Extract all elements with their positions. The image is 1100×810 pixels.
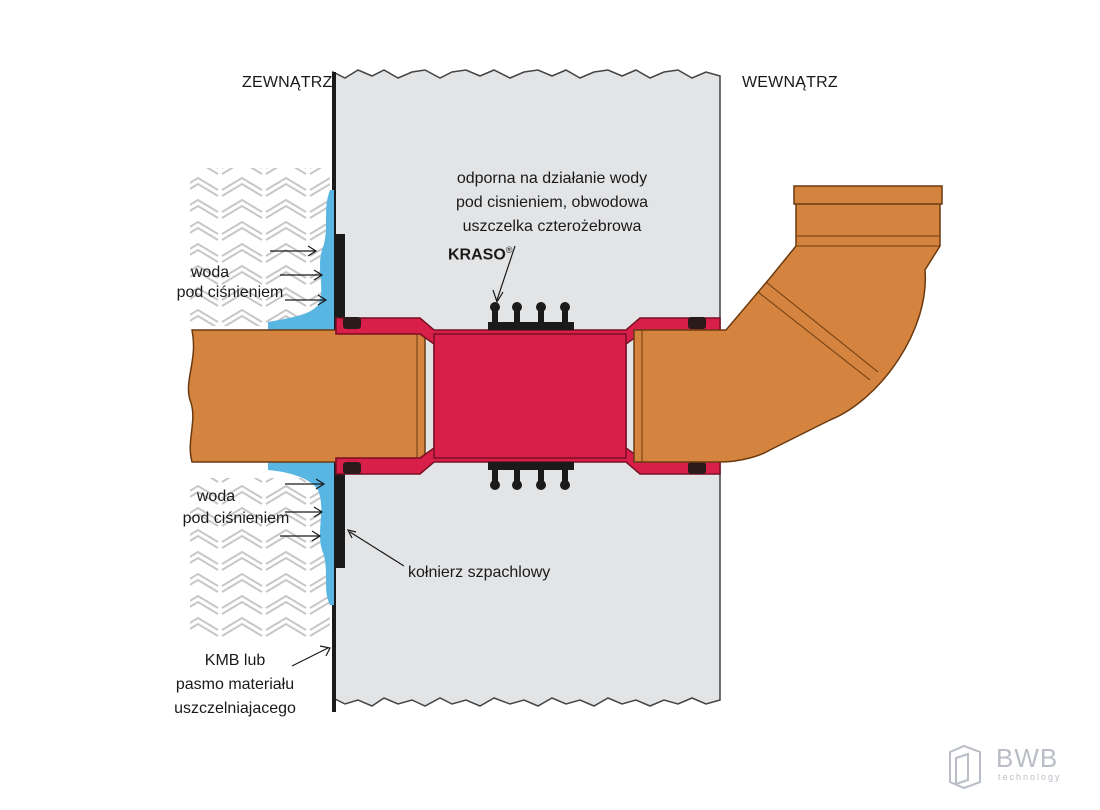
water-upper-line1: woda: [190, 264, 230, 281]
kmb-line3: uszczelniajacego: [174, 700, 296, 717]
soil-lower: [190, 478, 330, 638]
bwb-logo-icon: [949, 744, 981, 790]
end-seal-left-bottom: [343, 462, 361, 474]
collar-lower: [336, 472, 345, 568]
seal-brand-label: KRASO®: [448, 240, 512, 265]
outside-label: ZEWNĄTRZ: [242, 74, 333, 91]
brand-name: BWB: [996, 743, 1059, 773]
collar-label: kołnierz szpachlowy: [408, 564, 551, 581]
end-seal-left-top: [343, 317, 361, 329]
elbow-socket: [793, 185, 943, 205]
water-layer-upper: [268, 190, 334, 330]
gasket-ribs-bottom: [488, 462, 574, 490]
kmb-line2: pasmo materiału: [175, 676, 295, 693]
water-upper-line2: pod ciśnieniem: [176, 284, 284, 301]
pressure-arrows-lower: [280, 478, 326, 542]
kmb-line1: KMB lub: [204, 652, 266, 669]
end-seal-right-top: [688, 317, 706, 329]
leader-lines: [291, 245, 516, 667]
water-layer-lower: [268, 462, 334, 605]
water-lower-line2: pod ciśnieniem: [182, 510, 290, 527]
brand-tagline: technology: [998, 772, 1062, 782]
gasket-ribs-top: [488, 302, 574, 330]
outer-pipe: [187, 329, 426, 463]
registered-mark: ®: [505, 245, 513, 255]
inner-pipe-elbow: [633, 193, 941, 463]
seal-description-line1: odporna na działanie wody: [456, 170, 648, 187]
seal-description-line3: uszczelka czterożebrowa: [462, 218, 642, 235]
seal-description-line2: pod cisnieniem, obwodowa: [455, 194, 649, 211]
pressure-arrows-upper: [270, 245, 328, 306]
collar-upper: [336, 234, 345, 324]
inside-label: WEWNĄTRZ: [742, 74, 838, 91]
end-seal-right-bottom: [688, 462, 706, 474]
seal-brand-name: KRASO: [448, 246, 506, 264]
water-lower-line1: woda: [196, 488, 236, 505]
